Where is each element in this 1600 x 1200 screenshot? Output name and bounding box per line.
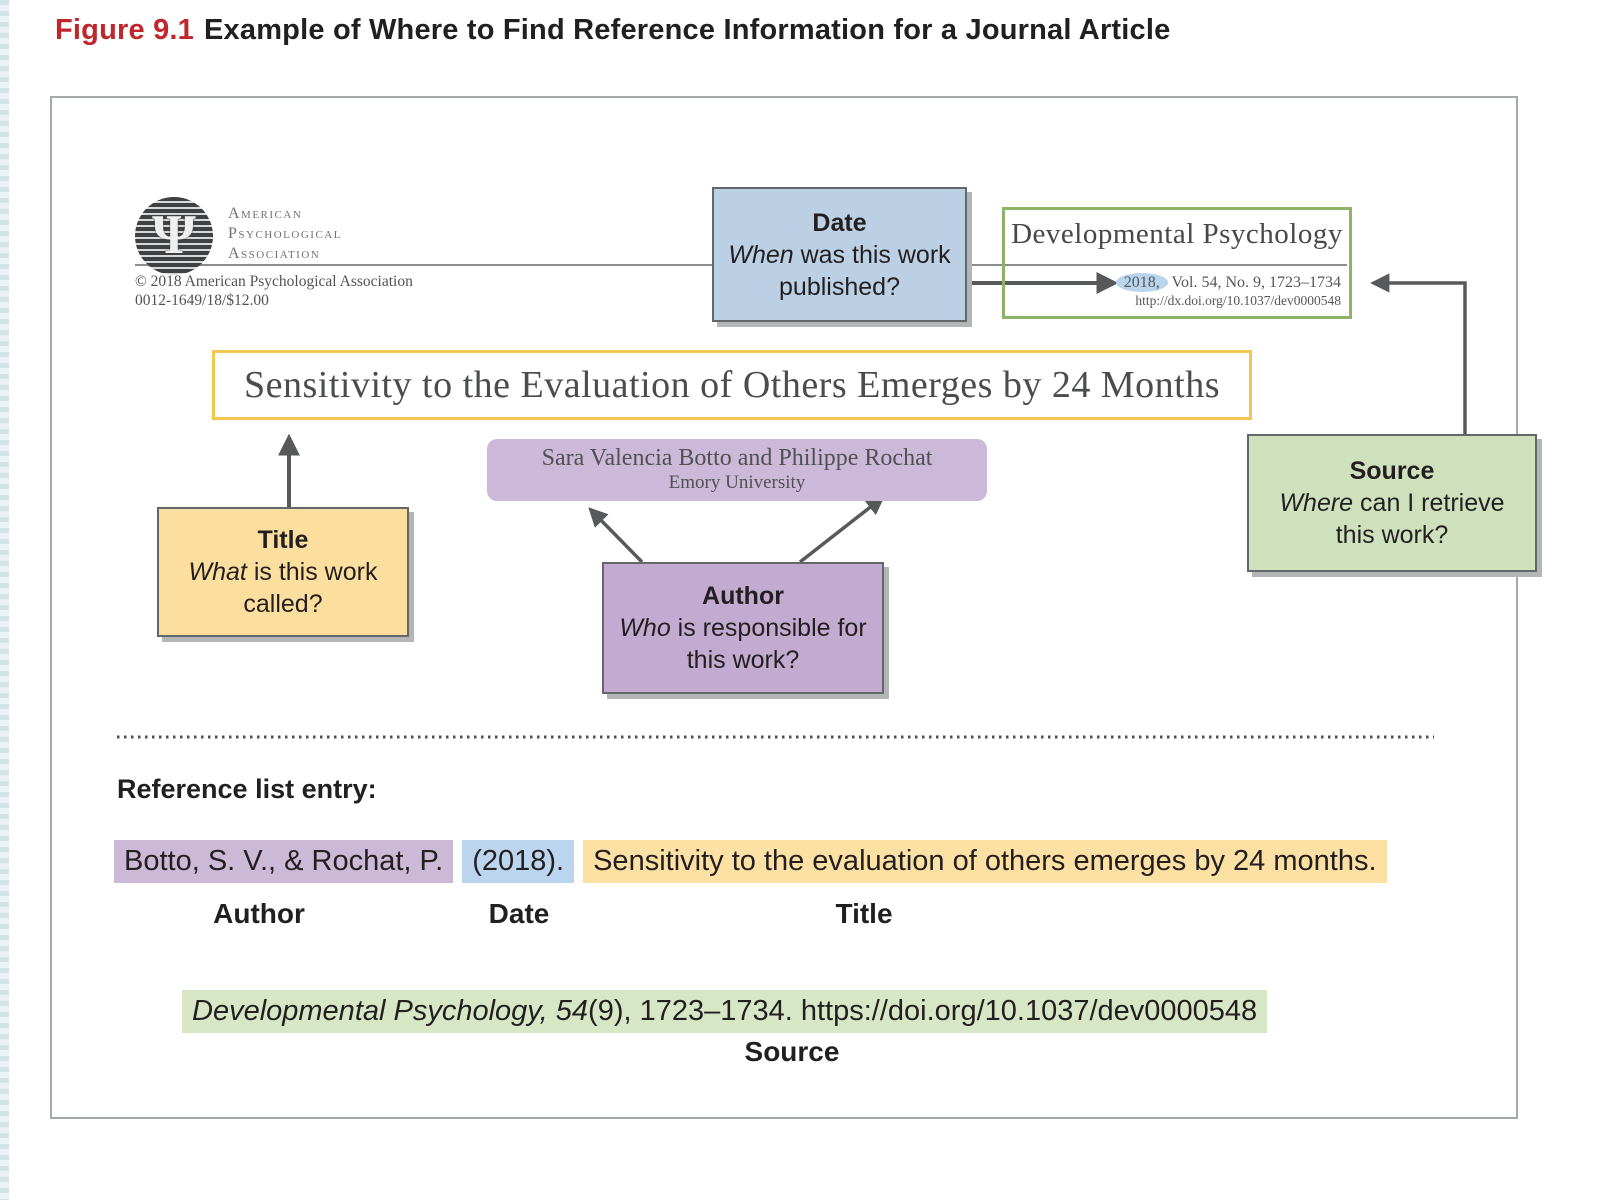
apa-org-name: American Psychological Association: [228, 204, 342, 264]
reference-author-segment: Botto, S. V., & Rochat, P.: [114, 840, 454, 883]
author-arrow-left: [588, 507, 644, 564]
reference-title-segment: Sensitivity to the evaluation of others …: [583, 840, 1387, 883]
question-lead: When: [728, 240, 794, 269]
article-title-box: Sensitivity to the Evaluation of Others …: [212, 350, 1252, 420]
doi-line: http://dx.doi.org/10.1037/dev0000548: [1135, 293, 1341, 308]
year-highlight: 2018,: [1115, 273, 1168, 292]
date-callout-question: When was this work published?: [724, 239, 955, 303]
question-lead: Who: [619, 614, 671, 642]
author-callout-question: Who is responsible for this work?: [614, 612, 872, 676]
source-callout-box: Source Where can I retrieve this work?: [1247, 434, 1537, 572]
question-rest: is responsible for this work?: [670, 614, 867, 674]
issue-info: 2018, Vol. 54, No. 9, 1723–1734 http://d…: [1115, 273, 1342, 309]
copyright-block: © 2018 American Psychological Associatio…: [135, 272, 413, 310]
source-callout-label: Source: [1349, 457, 1435, 485]
article-title: Sensitivity to the Evaluation of Others …: [243, 364, 1221, 406]
question-lead: Where: [1279, 489, 1354, 517]
issue-volume-pages: Vol. 54, No. 9, 1723–1734: [1167, 274, 1342, 291]
date-callout-box: Date When was this work published?: [712, 187, 967, 322]
author-part-label: Author: [213, 898, 305, 929]
title-callout-question: What is this work called?: [169, 556, 397, 620]
authors-names: Sara Valencia Botto and Philippe Rochat: [541, 445, 933, 471]
journal-name: Developmental Psychology: [1011, 218, 1343, 250]
date-callout-label: Date: [812, 208, 867, 237]
fee-code-line: 0012-1649/18/$12.00: [135, 292, 269, 309]
figure-title: Example of Where to Find Reference Infor…: [204, 14, 1171, 46]
question-rest: can I retrieve this work?: [1335, 489, 1505, 549]
org-line: American: [228, 205, 303, 222]
question-lead: What: [188, 558, 247, 586]
title-callout-box: Title What is this work called?: [157, 507, 409, 637]
apa-logo-icon: Ψ: [135, 197, 213, 275]
reference-heading: Reference list entry:: [117, 774, 377, 804]
psi-glyph: Ψ: [152, 203, 196, 266]
reference-source-line: Developmental Psychology, 54(9), 1723–17…: [182, 990, 1268, 1033]
source-callout-question: Where can I retrieve this work?: [1259, 487, 1525, 551]
reference-date-segment: (2018).: [462, 840, 575, 883]
title-part-label: Title: [835, 898, 893, 929]
question-rest: was this work published?: [779, 240, 951, 301]
org-line: Association: [228, 245, 321, 262]
figure-number: Figure 9.1: [55, 14, 194, 46]
source-pages-doi: (9), 1723–1734. https://doi.org/10.1037/…: [588, 995, 1258, 1027]
author-callout-label: Author: [702, 582, 784, 610]
question-rest: is this work called?: [243, 558, 378, 618]
author-arrow-right: [798, 495, 886, 564]
figure-panel: Ψ American Psychological Association © 2…: [50, 96, 1537, 1119]
authors-affiliation: Emory University: [668, 472, 806, 493]
author-callout-box: Author Who is responsible for this work?: [602, 562, 884, 694]
figure-caption: Figure 9.1 Example of Where to Find Refer…: [55, 14, 1170, 47]
source-journal-volume: Developmental Psychology, 54: [192, 995, 589, 1027]
reference-source-segment: Developmental Psychology, 54(9), 1723–17…: [182, 990, 1268, 1033]
source-arrow: [1370, 273, 1467, 438]
date-part-label: Date: [488, 898, 550, 929]
issue-line: 2018, Vol. 54, No. 9, 1723–1734: [1115, 273, 1342, 292]
page-edge-stripe: [0, 0, 9, 1200]
org-line: Psychological: [228, 225, 342, 242]
journal-masthead-box: Developmental Psychology 2018, Vol. 54, …: [1002, 207, 1352, 319]
authors-highlight: Sara Valencia Botto and Philippe Rochat …: [487, 439, 987, 501]
reference-entry-line: Botto, S. V., & Rochat, P. (2018). Sensi…: [114, 840, 1387, 883]
copyright-line: © 2018 American Psychological Associatio…: [135, 273, 413, 290]
title-callout-label: Title: [257, 526, 309, 554]
source-part-label: Source: [744, 1036, 840, 1067]
